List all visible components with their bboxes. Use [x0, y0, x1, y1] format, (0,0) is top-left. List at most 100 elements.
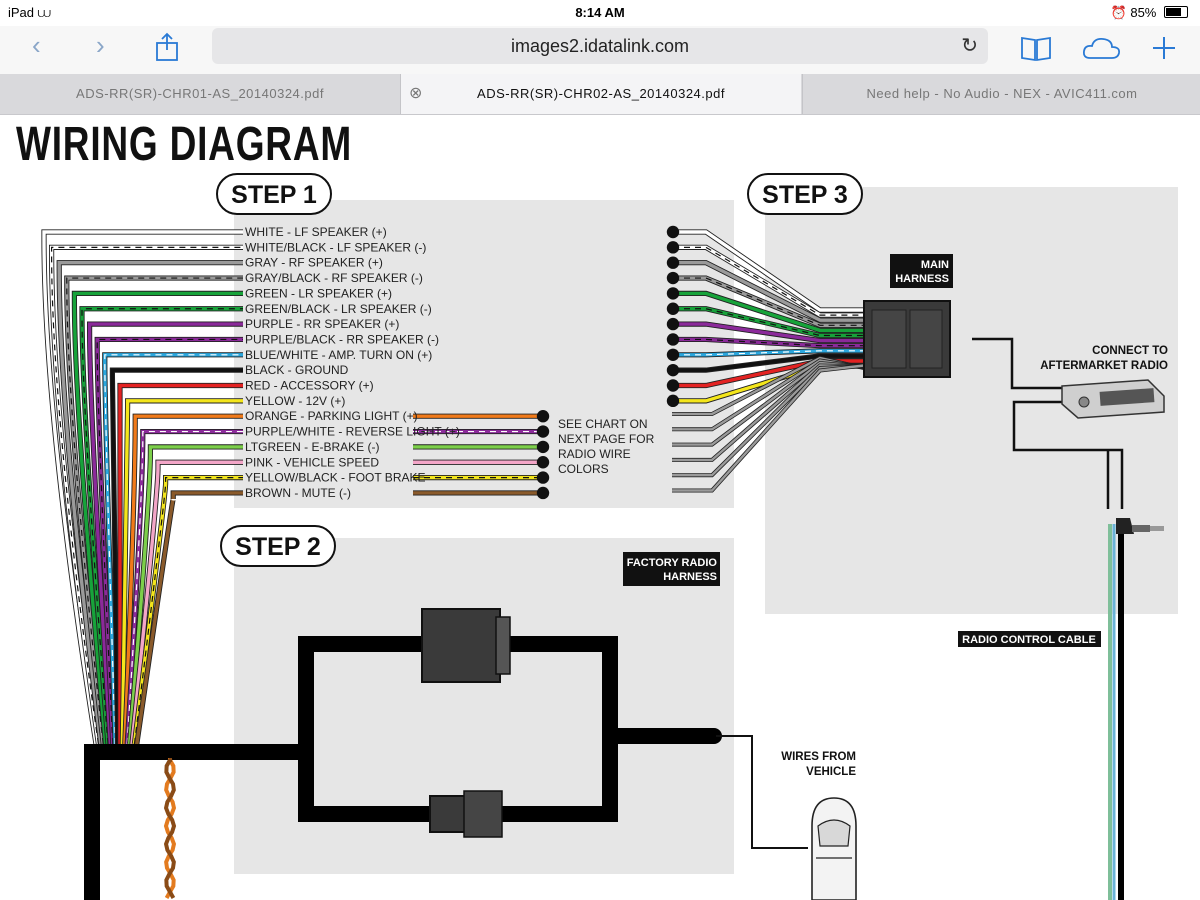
tab-label: Need help - No Audio - NEX - AVIC411.com	[866, 86, 1138, 101]
wire	[109, 353, 864, 745]
wires-vehicle-line: VEHICLE	[806, 766, 856, 778]
wire-terminal-dot	[666, 225, 680, 239]
factory-harness-cable	[84, 608, 722, 900]
see-chart-line: RADIO WIRE	[558, 447, 631, 461]
wire	[117, 358, 864, 744]
main-harness-label: MAIN HARNESS	[890, 254, 953, 288]
wire-terminal-dot	[666, 256, 680, 269]
wire	[56, 260, 864, 745]
wires-from-vehicle-label: WIRES FROM VEHICLE	[781, 751, 856, 778]
wire-label: GRAY - RF SPEAKER (+)	[245, 256, 383, 270]
wire	[102, 348, 864, 745]
wire-label: ORANGE - PARKING LIGHT (+)	[245, 409, 418, 423]
share-icon[interactable]	[154, 32, 180, 62]
wire-label: PURPLE - RR SPEAKER (+)	[245, 317, 399, 331]
see-chart-line: SEE CHART ON	[558, 417, 648, 431]
wire-label: LTGREEN - E-BRAKE (-)	[245, 440, 379, 454]
see-chart-note: SEE CHART ON NEXT PAGE FOR RADIO WIRE CO…	[558, 417, 655, 476]
close-tab-icon[interactable]: ⊗	[409, 85, 423, 102]
wire-label: PURPLE/WHITE - REVERSE LIGHT (+)	[245, 425, 460, 439]
wire-terminal-dot	[666, 394, 680, 408]
wire	[71, 290, 864, 745]
status-right: ⏰ 85%	[1111, 5, 1188, 21]
url-text: images2.idatalink.com	[510, 36, 690, 56]
wire-terminal-dot	[666, 333, 680, 346]
wire	[41, 229, 864, 745]
step3-badge: STEP 3	[747, 173, 863, 215]
wire-label: RED - ACCESSORY (+)	[245, 379, 374, 393]
wire	[64, 275, 864, 745]
new-tab-icon[interactable]	[1150, 34, 1178, 62]
status-bar: iPad ⩊ 8:14 AM ⏰ 85%	[0, 0, 1200, 26]
wire-terminal-dot	[536, 456, 550, 469]
wire-terminal-dot	[666, 379, 680, 392]
wire-terminal-dot	[666, 271, 680, 285]
back-chevron-icon[interactable]: ‹	[32, 30, 41, 60]
reload-icon[interactable]: ↻	[961, 35, 978, 57]
wire	[131, 475, 543, 745]
connect-line: CONNECT TO	[1092, 345, 1168, 357]
factory-harness-line: FACTORY RADIO	[627, 557, 718, 569]
wire	[134, 490, 543, 745]
radio-control-cable-label: RADIO CONTROL CABLE	[958, 631, 1101, 647]
wire-label: PINK - VEHICLE SPEED	[245, 455, 379, 469]
main-harness-line: MAIN	[921, 259, 949, 271]
wire-terminal-dot	[536, 425, 550, 438]
wire-terminal-dot	[666, 317, 680, 331]
pdf-page[interactable]: WIRING DIAGRAM STEP 1 STEP 3 STEP 2 WHIT…	[0, 114, 1200, 900]
step1-label: STEP 1	[231, 181, 317, 209]
page-title: WIRING DIAGRAM	[16, 118, 352, 171]
factory-harness-line: HARNESS	[663, 571, 717, 583]
twisted-wire-brown	[163, 758, 177, 899]
status-time: 8:14 AM	[575, 5, 625, 20]
tab-bar: ADS-RR(SR)-CHR01-AS_20140324.pdf ⊗ ADS-R…	[0, 74, 1200, 115]
step3-label: STEP 3	[762, 181, 848, 209]
wire	[94, 336, 864, 745]
battery-percent: 85%	[1130, 5, 1157, 20]
device-name: iPad	[8, 5, 35, 20]
wire-label: GREEN - LR SPEAKER (+)	[245, 286, 392, 300]
wire	[87, 321, 864, 745]
tab-chr02[interactable]: ⊗ ADS-RR(SR)-CHR02-AS_20140324.pdf	[401, 74, 801, 114]
device-label: iPad ⩊	[8, 5, 51, 21]
bookmarks-icon[interactable]	[1020, 34, 1052, 62]
connect-line: AFTERMARKET RADIO	[1040, 360, 1168, 372]
wire-label: GRAY/BLACK - RF SPEAKER (-)	[245, 271, 423, 285]
tab-chr01[interactable]: ADS-RR(SR)-CHR01-AS_20140324.pdf	[0, 74, 401, 114]
wire	[49, 244, 864, 745]
wire-label: BLUE/WHITE - AMP. TURN ON (+)	[245, 348, 432, 362]
aftermarket-radio-icon	[1061, 379, 1165, 419]
wire-terminal-dot	[666, 348, 680, 361]
wires-vehicle-line: WIRES FROM	[781, 751, 856, 763]
main-harness-line: HARNESS	[895, 273, 949, 285]
tab-label: ADS-RR(SR)-CHR02-AS_20140324.pdf	[477, 86, 725, 101]
radio-control-cable	[1108, 518, 1164, 900]
wire-label: BLACK - GROUND	[245, 363, 349, 377]
wire-terminal-dot	[666, 287, 680, 300]
address-bar[interactable]: images2.idatalink.com ↻	[212, 28, 988, 64]
wire-label: YELLOW/BLACK - FOOT BRAKE	[245, 471, 426, 485]
wiring-diagram: WIRING DIAGRAM STEP 1 STEP 3 STEP 2 WHIT…	[16, 118, 1178, 900]
wire	[129, 459, 543, 745]
radio-control-text: RADIO CONTROL CABLE	[962, 634, 1096, 646]
wire-terminal-dot	[666, 363, 680, 377]
step2-label: STEP 2	[235, 533, 321, 561]
wire	[79, 306, 864, 745]
wire-bundle: WHITE - LF SPEAKER (+)WHITE/BLACK - LF S…	[41, 225, 865, 745]
tab-avic411[interactable]: Need help - No Audio - NEX - AVIC411.com	[802, 74, 1200, 114]
twisted-cable	[163, 758, 177, 899]
wire-terminal-dot	[536, 486, 550, 500]
wifi-icon: ⩊	[37, 5, 51, 20]
browser-toolbar: ‹ › images2.idatalink.com ↻	[0, 26, 1200, 74]
see-chart-line: NEXT PAGE FOR	[558, 432, 655, 446]
alarm-icon: ⏰	[1110, 5, 1127, 20]
cloud-tabs-icon[interactable]	[1082, 34, 1122, 62]
tab-label: ADS-RR(SR)-CHR01-AS_20140324.pdf	[76, 86, 324, 101]
main-harness-connector	[863, 300, 951, 378]
wire	[122, 413, 543, 745]
wire-label: GREEN/BLACK - LR SPEAKER (-)	[245, 302, 432, 316]
wire-label: BROWN - MUTE (-)	[245, 486, 351, 500]
wire-terminal-dot	[666, 241, 680, 254]
connect-aftermarket-label: CONNECT TO AFTERMARKET RADIO	[1040, 345, 1168, 372]
forward-chevron-icon[interactable]: ›	[96, 30, 105, 60]
